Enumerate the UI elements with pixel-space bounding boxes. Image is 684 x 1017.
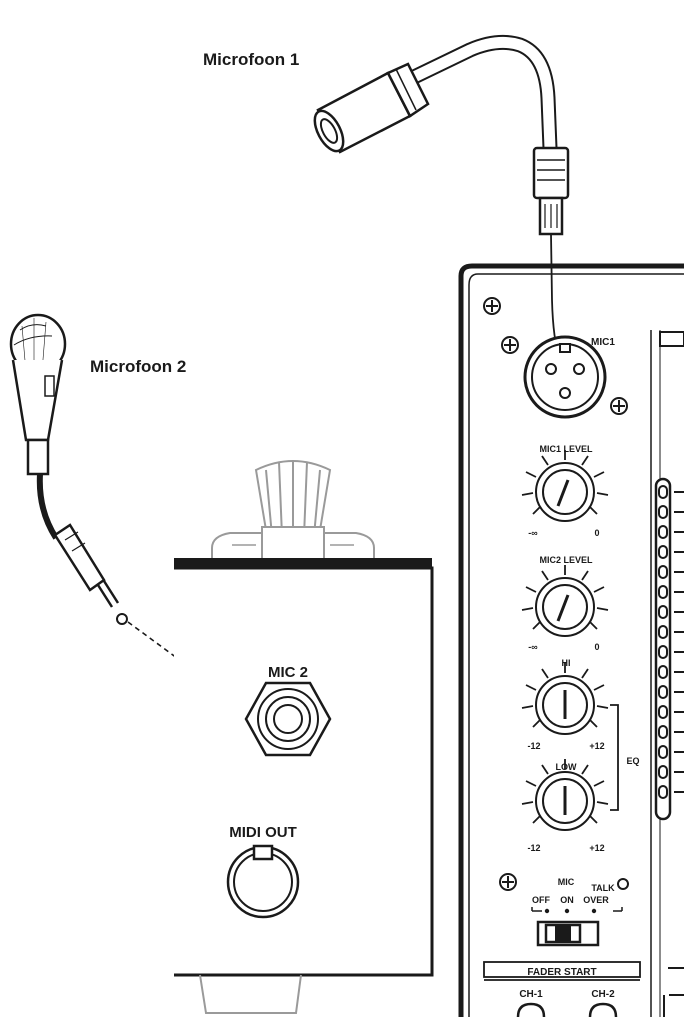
mic2-level-label: MIC2 LEVEL xyxy=(539,555,593,565)
off-label: OFF xyxy=(532,895,550,905)
talk-label: TALK xyxy=(591,883,615,893)
mic2-title: Microfoon 2 xyxy=(90,357,186,376)
mic-switch[interactable] xyxy=(536,920,600,947)
midi-out-connector[interactable] xyxy=(226,844,300,919)
eq-low-max: +12 xyxy=(589,843,604,853)
on-label: ON xyxy=(560,895,574,905)
mic1-level-min: -∞ xyxy=(528,528,538,538)
mic-talkover-indicator xyxy=(617,878,629,890)
ch1-label: CH-1 xyxy=(519,989,543,1000)
screw-icon xyxy=(499,873,517,891)
fader-start-switches[interactable] xyxy=(516,1002,618,1017)
mic2-level-max: 0 xyxy=(594,642,599,652)
over-label: OVER xyxy=(583,895,609,905)
fader-start-label: FADER START xyxy=(527,967,596,978)
screw-icon xyxy=(483,297,501,315)
mic2-jack[interactable] xyxy=(244,681,332,757)
midi-out-label: MIDI OUT xyxy=(229,824,297,841)
phone-plug xyxy=(53,523,128,625)
mic2-jack-label: MIC 2 xyxy=(268,664,308,681)
eq-hi-label: HI xyxy=(562,658,571,668)
eq-low-min: -12 xyxy=(527,843,540,853)
mic2-level-min: -∞ xyxy=(528,642,538,652)
fader-start-box xyxy=(483,961,641,981)
mic2-cable xyxy=(36,473,59,540)
mic-switch-label: MIC xyxy=(558,877,575,887)
microphone-1 xyxy=(313,34,570,236)
mic1-level-knob[interactable] xyxy=(521,450,609,522)
screw-icon xyxy=(610,397,628,415)
eq-hi-min: -12 xyxy=(527,741,540,751)
eq-hi-max: +12 xyxy=(589,741,604,751)
screw-icon xyxy=(501,336,519,354)
mic1-level-label: MIC1 LEVEL xyxy=(539,444,593,454)
eq-label: EQ xyxy=(626,756,639,766)
mic1-title: Microfoon 1 xyxy=(203,50,299,69)
eq-low-knob[interactable] xyxy=(521,759,609,831)
mic1-level-max: 0 xyxy=(594,528,599,538)
microphone-2 xyxy=(9,313,67,476)
mic2-level-knob[interactable] xyxy=(521,565,609,637)
eq-bracket xyxy=(610,704,619,811)
mic1-xlr-connector[interactable] xyxy=(523,335,607,419)
eq-low-label: LOW xyxy=(556,762,577,772)
eq-hi-knob[interactable] xyxy=(521,663,609,735)
level-meter xyxy=(654,477,684,821)
mic1-connector-label: MIC1 xyxy=(591,337,615,348)
ch2-label: CH-2 xyxy=(591,989,615,1000)
